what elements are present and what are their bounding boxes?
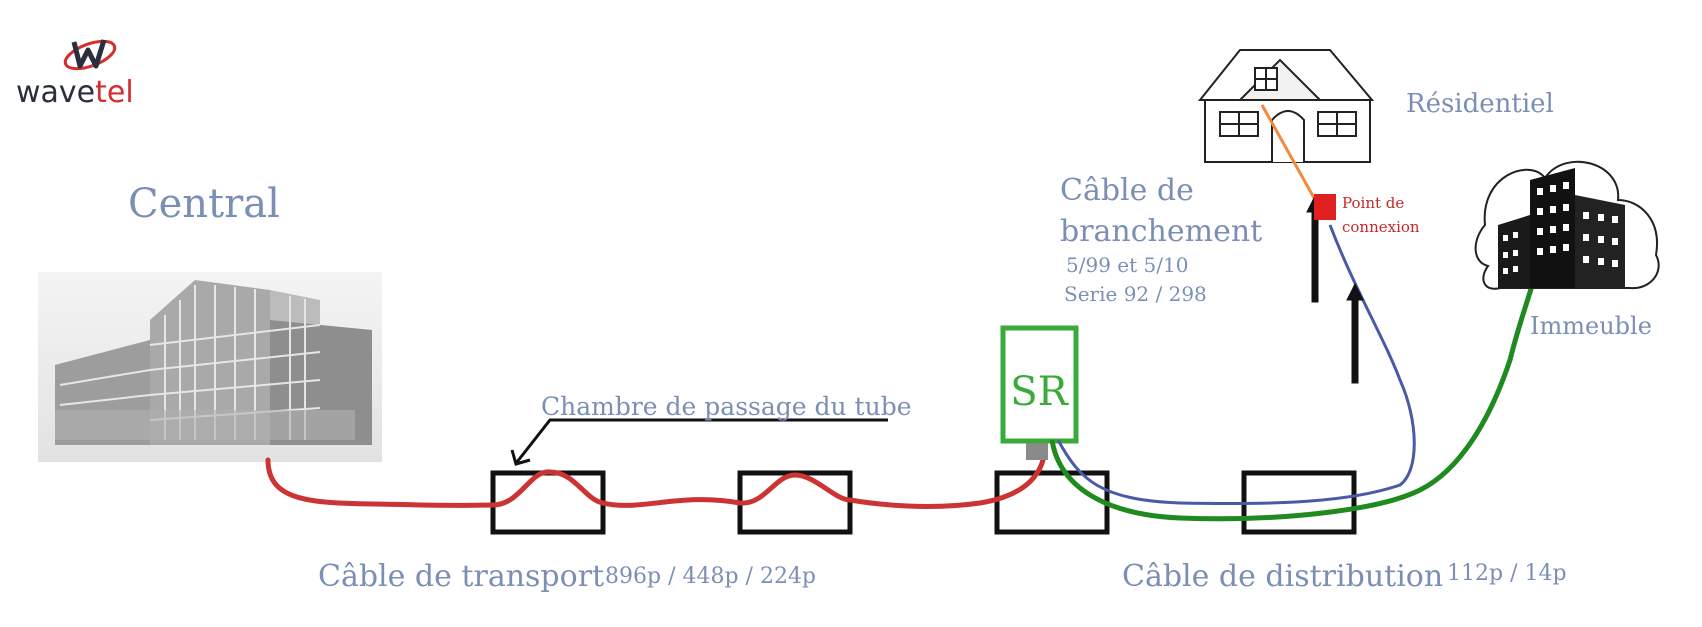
- transport-cable-label: Câble de transport: [318, 559, 604, 594]
- logo-text-tel: tel: [95, 75, 134, 110]
- distribution-cable-specs: 112p / 14p: [1447, 561, 1567, 586]
- logo-swirl-icon: [63, 39, 117, 71]
- connection-point-label-2: connexion: [1342, 218, 1420, 236]
- drop-cable-label-1: Câble de: [1060, 173, 1194, 208]
- drop-cable-line: [1260, 104, 1320, 206]
- central-building-icon: [38, 272, 382, 462]
- chamber-pointer-arrow: [510, 418, 888, 466]
- sr-cabinet-icon: SR: [1000, 325, 1079, 460]
- building-label: Immeuble: [1530, 312, 1652, 340]
- drop-cable-specs-2: Serie 92 / 298: [1064, 282, 1207, 306]
- distribution-cable-green: [1049, 274, 1538, 522]
- svg-text:wavetel: wavetel: [16, 75, 134, 110]
- distribution-cable-label: Câble de distribution: [1122, 559, 1443, 594]
- sr-label: SR: [1010, 369, 1069, 415]
- city-buildings-icon: [1474, 160, 1660, 290]
- connection-point-label-1: Point de: [1342, 194, 1404, 212]
- transport-cable-specs: 896p / 448p / 224p: [605, 564, 816, 589]
- connection-point-box: [1314, 194, 1336, 220]
- central-label: Central: [128, 181, 280, 227]
- utility-pole-icon-2: [1346, 282, 1364, 384]
- chamber-box-2: [737, 470, 853, 535]
- chamber-label: Chambre de passage du tube: [541, 392, 912, 421]
- residential-label: Résidentiel: [1406, 89, 1554, 119]
- wavetel-logo: wavetel: [16, 39, 134, 110]
- drop-cable-label-2: branchement: [1060, 214, 1262, 249]
- drop-cable-specs-1: 5/99 et 5/10: [1066, 253, 1188, 277]
- logo-text-wave: wave: [16, 75, 95, 110]
- transport-cable-line: [265, 442, 1048, 509]
- distribution-cable-blue: [1056, 224, 1416, 506]
